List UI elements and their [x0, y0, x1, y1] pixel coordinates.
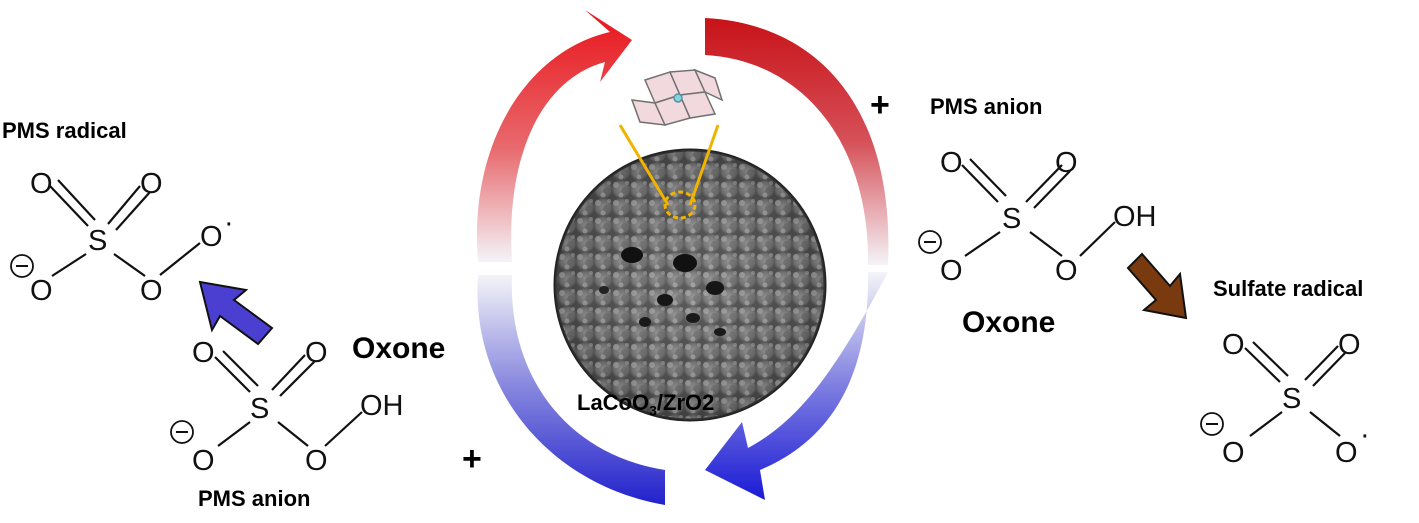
pms-anion-right-s: S — [1002, 203, 1021, 235]
pms-anion-left-o1: O — [192, 337, 215, 369]
sulfate-radical-s: S — [1282, 383, 1301, 415]
sulfate-radical-charge-icon — [1200, 412, 1224, 436]
sulfate-radical-structure — [1244, 341, 1347, 437]
arrow-top-right — [705, 18, 889, 265]
catalyst-label: LaCoO3/ZrO2 — [577, 390, 714, 418]
pms-anion-left-o3: O — [192, 445, 215, 477]
pms-radical-s: S — [88, 225, 107, 257]
sulfate-radical-label: Sulfate radical — [1213, 276, 1364, 301]
pms-anion-left-s: S — [250, 393, 269, 425]
pms-anion-right-o2: O — [1055, 147, 1078, 179]
pms-radical-dot: · — [224, 207, 234, 239]
oxone-right-label: Oxone — [962, 306, 1056, 339]
pms-radical-label: PMS radical — [2, 118, 127, 143]
pms-anion-right-o4: O — [1055, 255, 1078, 287]
plus-sign-left: + — [462, 440, 482, 478]
pms-radical-o1: O — [30, 168, 53, 200]
pms-anion-right-oh: OH — [1113, 201, 1157, 233]
pms-anion-left-oh: OH — [360, 390, 404, 422]
plus-sign-right: + — [870, 86, 890, 124]
arrow-top-left — [476, 10, 632, 262]
pms-radical-o4: O — [200, 221, 223, 253]
pms-radical-o2: O — [140, 168, 163, 200]
pms-anion-left-structure — [214, 350, 363, 447]
cycle-arrows — [476, 10, 889, 505]
sulfate-radical-o3: O — [1222, 437, 1245, 469]
brown-arrow-icon — [1126, 252, 1188, 320]
pms-anion-left-charge-icon — [170, 420, 194, 444]
catalyst-name-sub: 3 — [649, 402, 657, 419]
pms-anion-right-label: PMS anion — [930, 94, 1043, 119]
pms-anion-left-label: PMS anion — [198, 486, 311, 511]
pms-radical-o3: O — [30, 275, 53, 307]
crystal-structure-icon — [630, 68, 724, 126]
pms-anion-left-o2: O — [305, 337, 328, 369]
catalyst-name-rest: /ZrO2 — [656, 390, 715, 415]
pms-radical-o5: O — [140, 275, 163, 307]
sulfate-radical-dot: · — [1360, 419, 1370, 451]
zoom-callout — [618, 124, 720, 220]
arrow-bottom-right — [705, 272, 888, 500]
arrow-bottom-left — [477, 275, 665, 505]
sulfate-radical-o2: O — [1338, 329, 1361, 361]
catalyst-name-main: LaCoO — [577, 390, 650, 415]
pms-radical-structure — [49, 179, 201, 277]
pms-anion-left-o4: O — [305, 445, 328, 477]
pms-radical-charge-icon — [10, 254, 34, 278]
sulfate-radical-o1: O — [1222, 329, 1245, 361]
pms-anion-right-o1: O — [940, 147, 963, 179]
pms-anion-right-charge-icon — [918, 230, 942, 254]
pms-anion-right-structure — [961, 158, 1116, 257]
pms-anion-right-o3: O — [940, 255, 963, 287]
sem-image — [553, 148, 827, 422]
sulfate-radical-o4: O — [1335, 437, 1358, 469]
oxone-left-label: Oxone — [352, 332, 446, 365]
blue-arrow-icon — [198, 280, 274, 346]
